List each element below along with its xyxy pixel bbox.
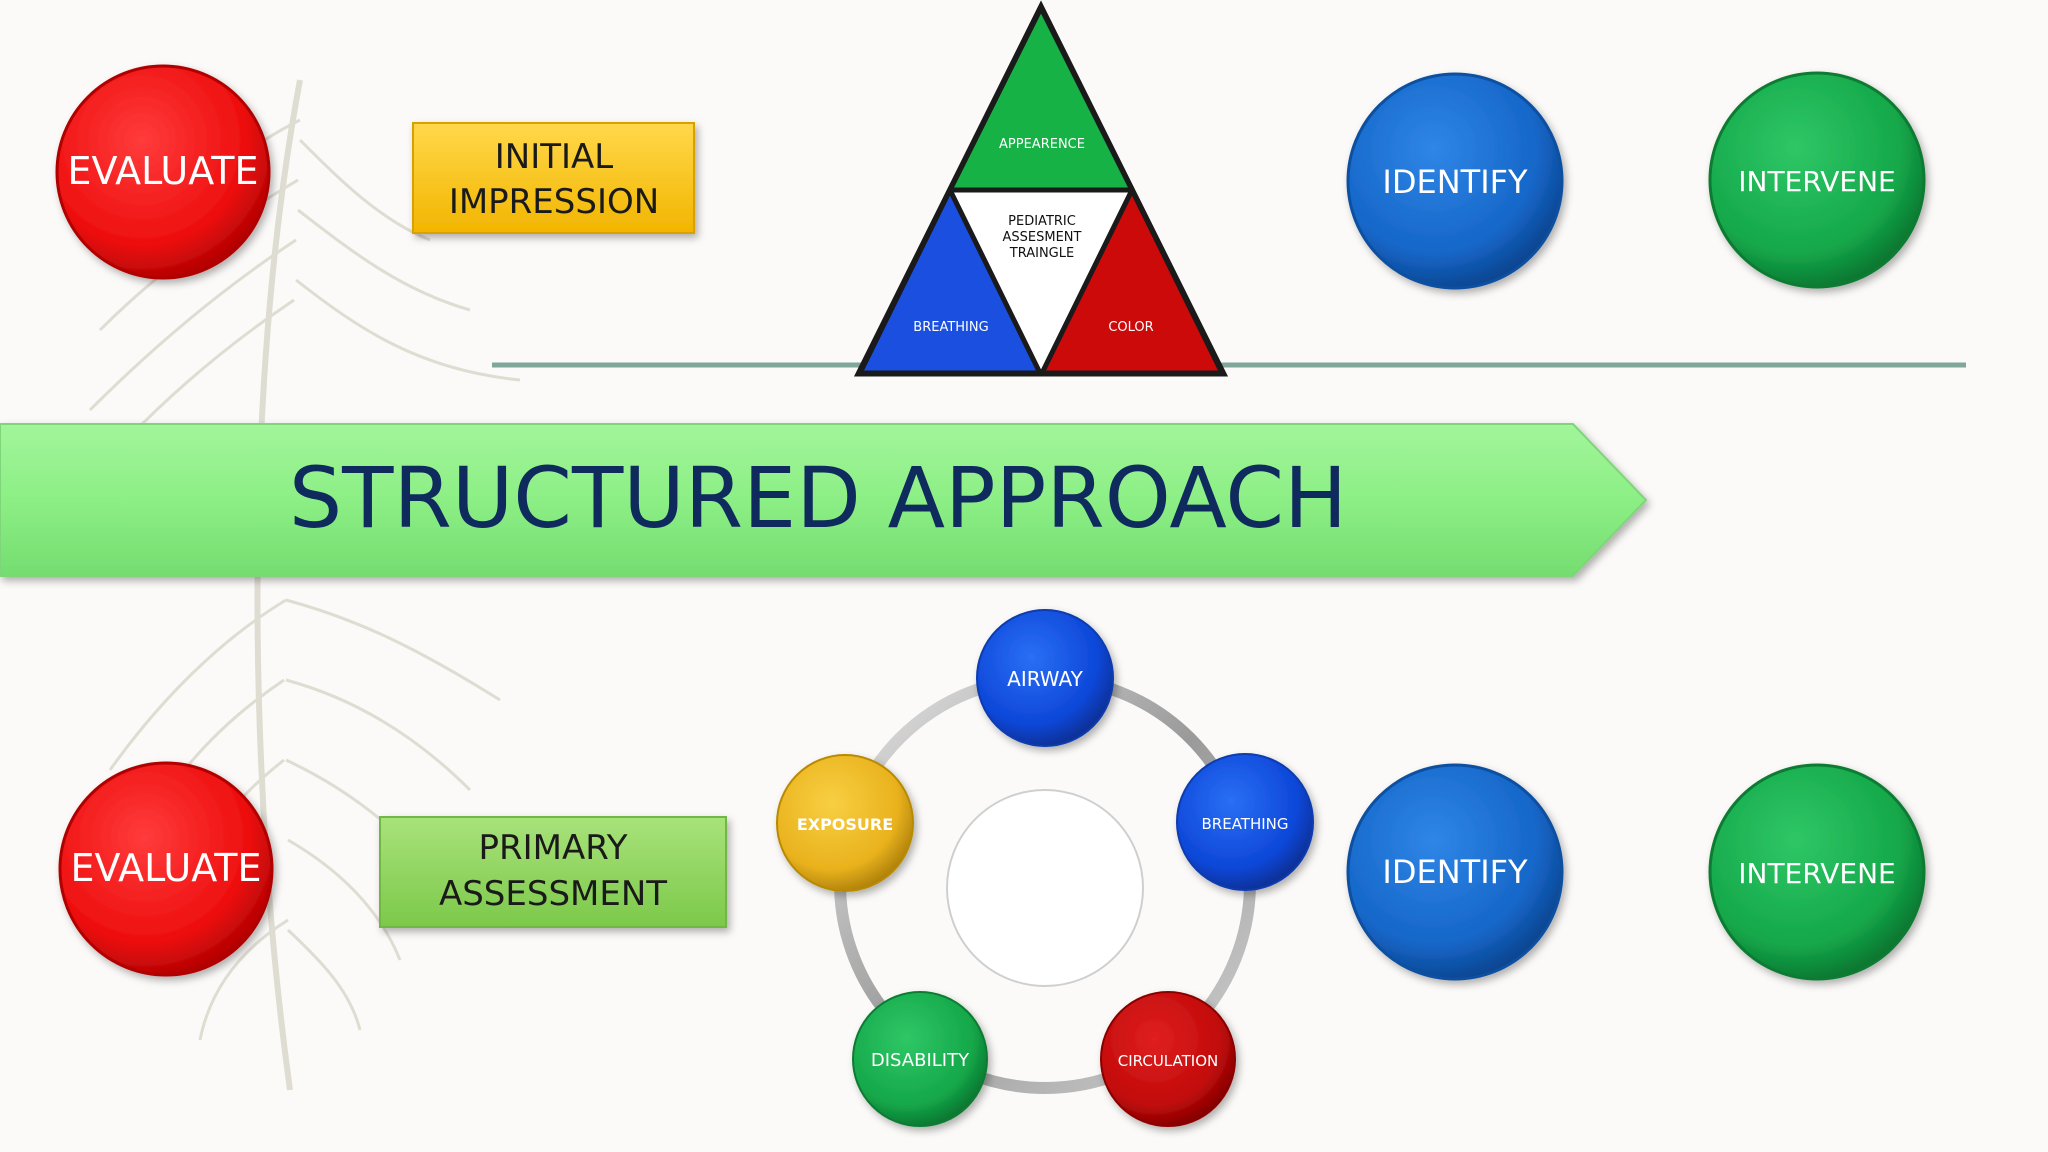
triangle-left-label: BREATHING <box>913 320 988 335</box>
top-evaluate-circle <box>55 64 271 280</box>
cycle-exposure-label: EXPOSURE <box>797 815 893 834</box>
triangle-center-line3: TRAINGLE <box>1009 246 1074 261</box>
triangle-top-label: APPEARENCE <box>999 137 1085 152</box>
cycle-circulation-node <box>1100 991 1236 1127</box>
cycle-circulation-label: CIRCULATION <box>1118 1052 1218 1070</box>
bottom-evaluate-label: EVALUATE <box>71 846 262 890</box>
cycle-disability-label: DISABILITY <box>871 1050 970 1071</box>
top-identify-circle <box>1346 72 1564 290</box>
triangle-center-line2: ASSESMENT <box>1003 230 1082 245</box>
initial-impression-label-line2: IMPRESSION <box>449 182 659 222</box>
primary-assessment-box <box>379 816 727 928</box>
bottom-identify-circle <box>1346 763 1564 981</box>
cycle-airway-node <box>976 609 1114 747</box>
primary-assessment-label-line1: PRIMARY <box>479 828 628 868</box>
pediatric-assessment-triangle <box>853 0 1229 377</box>
bottom-evaluate-circle <box>58 761 274 977</box>
cycle-exposure-node <box>776 754 914 892</box>
top-intervene-circle <box>1708 71 1926 289</box>
top-evaluate-label: EVALUATE <box>68 149 259 193</box>
bottom-intervene-label: INTERVENE <box>1738 857 1895 890</box>
cycle-breathing-label: BREATHING <box>1202 815 1289 833</box>
triangle-right-label: COLOR <box>1108 320 1153 335</box>
bottom-intervene-circle <box>1708 763 1926 981</box>
initial-impression-label-line1: INITIAL <box>495 137 614 177</box>
cycle-breathing-node <box>1176 753 1314 891</box>
initial-impression-box <box>412 122 695 234</box>
cycle-airway-label: AIRWAY <box>1007 667 1083 691</box>
triangle-breathing-segment <box>855 184 1045 376</box>
triangle-appearance-segment <box>945 2 1137 193</box>
bottom-identify-label: IDENTIFY <box>1382 853 1528 891</box>
triangle-color-segment <box>1037 184 1227 376</box>
triangle-center-line1: PEDIATRIC <box>1008 214 1076 229</box>
top-intervene-label: INTERVENE <box>1738 165 1895 198</box>
primary-assessment-label-line2: ASSESSMENT <box>439 874 667 914</box>
abcde-cycle <box>776 609 1314 1127</box>
cycle-disability-node <box>852 991 988 1127</box>
banner-title: STRUCTURED APPROACH <box>289 449 1347 547</box>
structured-approach-banner <box>0 423 1648 577</box>
cycle-center-circle <box>946 789 1144 987</box>
top-identify-label: IDENTIFY <box>1382 163 1528 201</box>
